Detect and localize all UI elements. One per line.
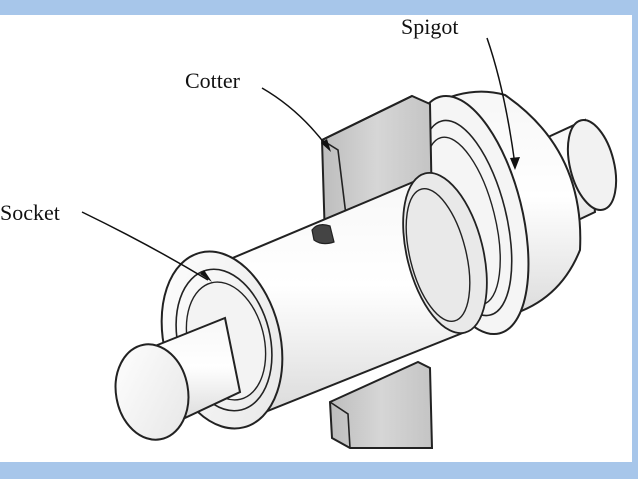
spigot-label: Spigot: [401, 14, 458, 39]
socket-leader: [81, 211, 209, 281]
cotter-arrowhead: [321, 139, 331, 152]
cotter-leader: [261, 87, 329, 149]
spigot-leader: [486, 37, 516, 166]
leader-lines: [81, 37, 520, 282]
socket-arrowhead: [200, 270, 212, 282]
socket-label: Socket: [0, 200, 60, 225]
top-border-band: [0, 0, 638, 15]
spigot-arrowhead: [510, 157, 520, 170]
cotter-label: Cotter: [185, 68, 241, 93]
bottom-border-band: [0, 462, 638, 479]
socket-rod: [114, 316, 242, 441]
right-border-band: [632, 0, 638, 479]
cotter-lower: [328, 360, 434, 449]
